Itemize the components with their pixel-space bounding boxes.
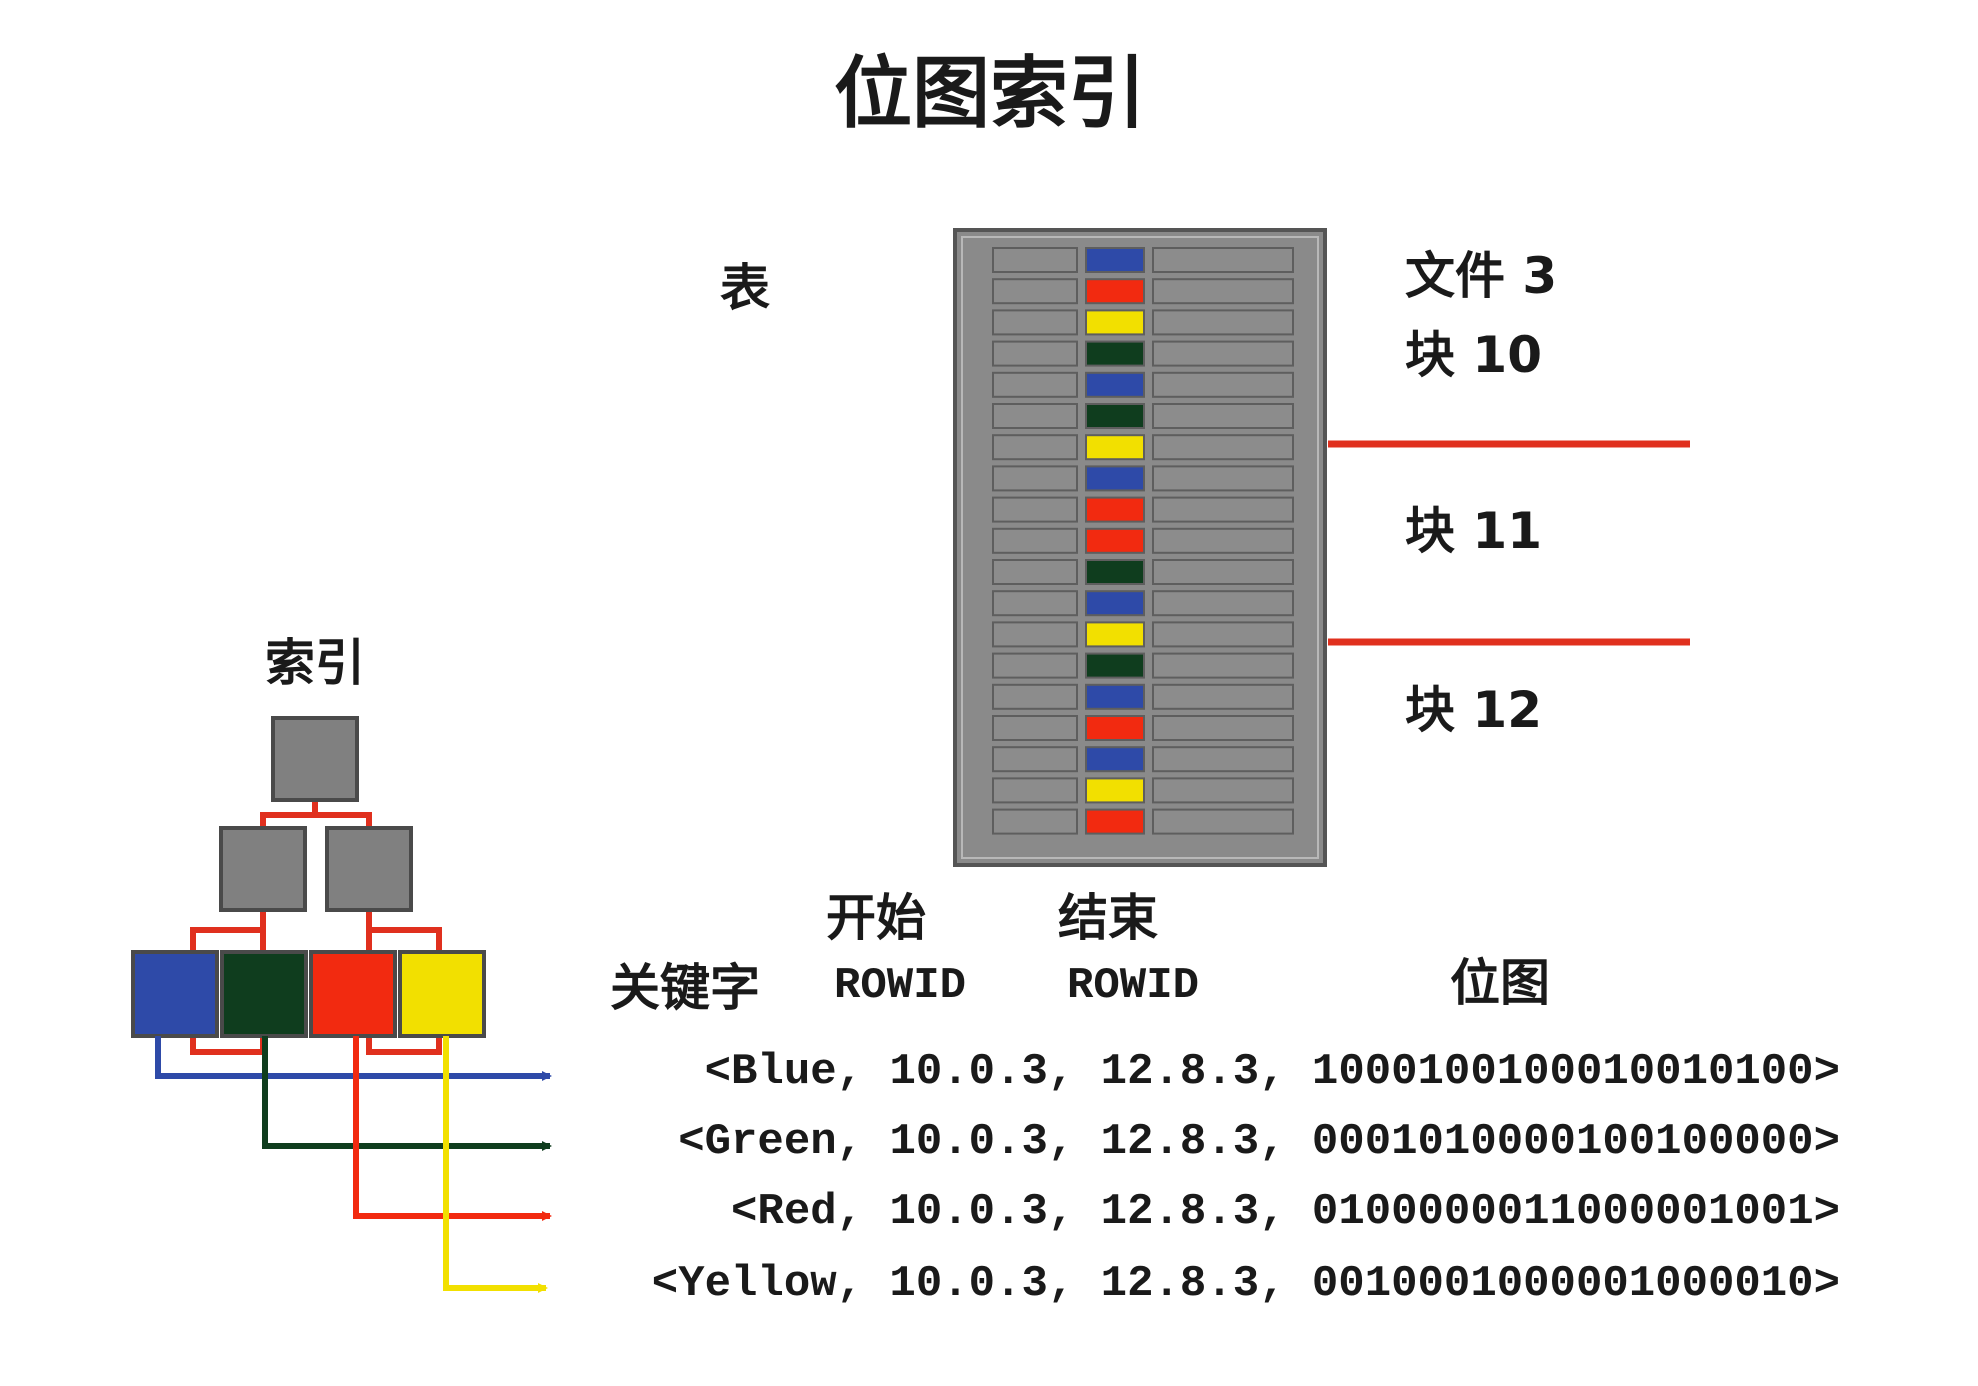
yellow-arrow	[443, 1036, 548, 1293]
table-row-key-blue	[1085, 247, 1145, 273]
table-row-key-red	[1085, 527, 1145, 554]
table-row-right-cell	[1152, 340, 1294, 367]
table-row-right-cell	[1152, 808, 1294, 835]
table-row-right-cell	[1152, 371, 1294, 398]
table-row-left-cell	[992, 777, 1078, 804]
table-row-key-red	[1085, 808, 1145, 835]
table-row-left-cell	[992, 496, 1078, 523]
table-row-right-cell	[1152, 278, 1294, 305]
table-row-key-blue	[1085, 465, 1145, 492]
table-row-right-cell	[1152, 496, 1294, 523]
table-row-right-cell	[1152, 715, 1294, 741]
block-label-12: 块 12	[1405, 681, 1542, 739]
header-key: 关键字	[610, 959, 760, 1017]
table-row-right-cell	[1152, 746, 1294, 773]
table-row-key-blue	[1085, 590, 1145, 617]
table-row-key-red	[1085, 278, 1145, 305]
table-row-left-cell	[992, 278, 1078, 305]
table-row-right-cell	[1152, 309, 1294, 336]
table-row-right-cell	[1152, 465, 1294, 492]
table-row-key-yellow	[1085, 777, 1145, 804]
table-row-left-cell	[992, 715, 1078, 741]
index-leaf-blue	[131, 950, 219, 1038]
tree-connectors	[190, 800, 442, 1055]
index-leaf-yellow	[398, 950, 486, 1038]
table-row-key-green	[1085, 559, 1145, 585]
table-row-key-blue	[1085, 683, 1145, 710]
table-row-left-cell	[992, 683, 1078, 710]
blue-arrow	[155, 1036, 552, 1081]
entry-green: <Green, 10.0.3, 12.8.3, 0001010000100100…	[678, 1117, 1840, 1167]
table-row-left-cell	[992, 247, 1078, 273]
table-row-key-green	[1085, 340, 1145, 367]
table-row-left-cell	[992, 340, 1078, 367]
table-row-left-cell	[992, 559, 1078, 585]
table-row-right-cell	[1152, 559, 1294, 585]
table-row-key-red	[1085, 715, 1145, 741]
header-start-top: 开始	[826, 889, 926, 947]
header-end-bottom: ROWID	[1067, 961, 1199, 1011]
table-label: 表	[720, 259, 770, 317]
table-row-right-cell	[1152, 527, 1294, 554]
table-row-left-cell	[992, 527, 1078, 554]
index-leaf-red	[309, 950, 397, 1038]
header-bitmap: 位图	[1450, 954, 1550, 1012]
index-branch-node	[219, 826, 307, 912]
index-leaf-green	[220, 950, 308, 1038]
table-block	[953, 228, 1327, 867]
table-row-left-cell	[992, 309, 1078, 336]
table-row-key-blue	[1085, 746, 1145, 773]
table-row-key-yellow	[1085, 434, 1145, 461]
table-row-key-green	[1085, 652, 1145, 679]
green-arrow	[262, 1036, 552, 1151]
table-row-key-green	[1085, 403, 1145, 429]
red-arrow	[353, 1036, 552, 1221]
table-row-left-cell	[992, 465, 1078, 492]
table-row-right-cell	[1152, 590, 1294, 617]
table-row-right-cell	[1152, 683, 1294, 710]
block-label-10: 块 10	[1405, 326, 1542, 384]
table-row-left-cell	[992, 621, 1078, 648]
file-label: 文件 3	[1405, 247, 1557, 305]
index-root-node	[271, 716, 359, 802]
table-row-left-cell	[992, 371, 1078, 398]
table-row-key-yellow	[1085, 621, 1145, 648]
entry-blue: <Blue, 10.0.3, 12.8.3, 10001001000100101…	[705, 1047, 1840, 1097]
table-row-left-cell	[992, 434, 1078, 461]
entry-yellow: <Yellow, 10.0.3, 12.8.3, 001000100000100…	[652, 1259, 1840, 1309]
table-row-left-cell	[992, 652, 1078, 679]
table-row-right-cell	[1152, 247, 1294, 273]
header-end-top: 结束	[1058, 889, 1158, 947]
table-row-right-cell	[1152, 652, 1294, 679]
table-row-left-cell	[992, 746, 1078, 773]
header-start-bottom: ROWID	[834, 961, 966, 1011]
entry-red: <Red, 10.0.3, 12.8.3, 010000001100000100…	[731, 1187, 1840, 1237]
table-row-key-red	[1085, 496, 1145, 523]
table-row-left-cell	[992, 808, 1078, 835]
index-label: 索引	[265, 634, 365, 692]
table-row-left-cell	[992, 403, 1078, 429]
table-row-right-cell	[1152, 621, 1294, 648]
index-branch-node	[325, 826, 413, 912]
table-row-right-cell	[1152, 434, 1294, 461]
table-row-right-cell	[1152, 777, 1294, 804]
table-row-right-cell	[1152, 403, 1294, 429]
table-row-left-cell	[992, 590, 1078, 617]
diagram-title: 位图索引	[834, 49, 1146, 139]
table-row-key-yellow	[1085, 309, 1145, 336]
block-label-11: 块 11	[1405, 502, 1542, 560]
table-row-key-blue	[1085, 371, 1145, 398]
